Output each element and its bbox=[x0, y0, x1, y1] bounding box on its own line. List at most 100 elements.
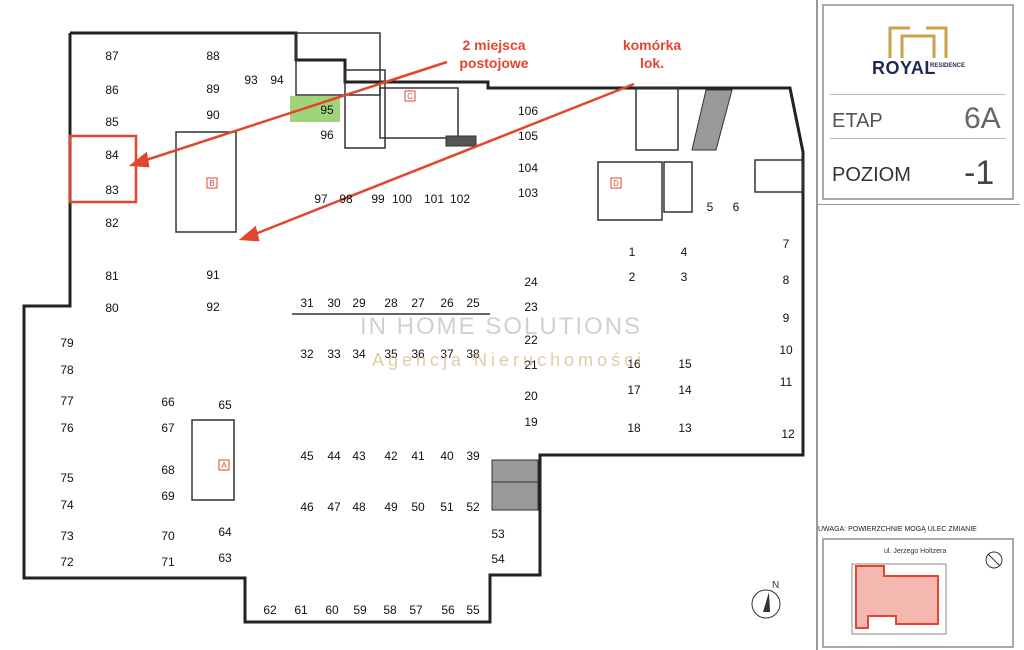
stage-label: ETAP bbox=[832, 110, 883, 132]
parking-spot-14: 14 bbox=[678, 383, 692, 397]
parking-spot-72: 72 bbox=[60, 555, 74, 569]
parking-spot-39: 39 bbox=[466, 449, 480, 463]
parking-spot-37: 37 bbox=[440, 347, 454, 361]
level-label: POZIOM bbox=[832, 164, 911, 186]
brand-name: ROYAL bbox=[872, 58, 936, 78]
parking-spot-90: 90 bbox=[206, 108, 220, 122]
parking-spot-68: 68 bbox=[161, 463, 175, 477]
storage-room-C-box bbox=[404, 90, 416, 102]
site-plan-icon bbox=[851, 551, 1003, 635]
brand-sub: RESIDENCE bbox=[930, 63, 966, 69]
parking-spot-29: 29 bbox=[352, 296, 366, 310]
storage-room-A: A bbox=[221, 461, 227, 470]
parking-spot-18: 18 bbox=[627, 421, 641, 435]
disclaimer-note: UWAGA: POWIERZCHNIE MOGĄ ULEC ZMIANIE bbox=[818, 526, 977, 533]
annotation-parking-line2: postojowe bbox=[459, 55, 528, 71]
parking-spot-53: 53 bbox=[491, 527, 505, 541]
parking-spot-65: 65 bbox=[218, 398, 232, 412]
street-label: ul. Jerzego Holtzera bbox=[884, 548, 947, 555]
parking-spot-76: 76 bbox=[60, 421, 74, 435]
parking-spot-83: 83 bbox=[105, 183, 119, 197]
parking-spot-22: 22 bbox=[524, 333, 538, 347]
parking-spot-67: 67 bbox=[161, 421, 175, 435]
parking-spot-60: 60 bbox=[325, 603, 339, 617]
annotation-storage-line1: komórka bbox=[623, 37, 682, 53]
storage-room-D: D bbox=[613, 179, 619, 188]
parking-spot-93: 93 bbox=[244, 73, 258, 87]
parking-spot-41: 41 bbox=[411, 449, 425, 463]
parking-spot-59: 59 bbox=[353, 603, 367, 617]
parking-spot-23: 23 bbox=[524, 300, 538, 314]
parking-spot-106: 106 bbox=[518, 104, 538, 118]
royal-residence-logo-icon bbox=[888, 26, 948, 58]
parking-spot-27: 27 bbox=[411, 296, 425, 310]
parking-spot-70: 70 bbox=[161, 529, 175, 543]
parking-spot-61: 61 bbox=[294, 603, 308, 617]
parking-spot-84: 84 bbox=[105, 148, 119, 162]
parking-spot-71: 71 bbox=[161, 555, 175, 569]
parking-spot-30: 30 bbox=[327, 296, 341, 310]
parking-spot-81: 81 bbox=[105, 269, 119, 283]
parking-spot-79: 79 bbox=[60, 336, 74, 350]
parking-spot-104: 104 bbox=[518, 161, 538, 175]
parking-spot-15: 15 bbox=[678, 357, 692, 371]
parking-spot-103: 103 bbox=[518, 186, 538, 200]
parking-spot-63: 63 bbox=[218, 551, 232, 565]
annotation-storage-line2: lok. bbox=[640, 55, 664, 71]
parking-spot-45: 45 bbox=[300, 449, 314, 463]
parking-spot-52: 52 bbox=[466, 500, 480, 514]
parking-spot-3: 3 bbox=[681, 270, 688, 284]
parking-spot-78: 78 bbox=[60, 363, 74, 377]
parking-spot-57: 57 bbox=[409, 603, 423, 617]
parking-spot-91: 91 bbox=[206, 268, 220, 282]
parking-spot-85: 85 bbox=[105, 115, 119, 129]
parking-spot-105: 105 bbox=[518, 129, 538, 143]
divider bbox=[816, 204, 1020, 205]
parking-spot-19: 19 bbox=[524, 415, 538, 429]
parking-spot-69: 69 bbox=[161, 489, 175, 503]
parking-spot-11: 11 bbox=[780, 375, 793, 389]
annotation-parking-line1: 2 miejsca bbox=[462, 37, 525, 53]
parking-spot-88: 88 bbox=[206, 49, 220, 63]
parking-spot-75: 75 bbox=[60, 471, 74, 485]
parking-spot-44: 44 bbox=[327, 449, 341, 463]
divider bbox=[830, 138, 1006, 139]
parking-spot-40: 40 bbox=[440, 449, 454, 463]
annotation-arrows bbox=[128, 60, 635, 242]
parking-spot-58: 58 bbox=[383, 603, 397, 617]
stage-value: 6A bbox=[964, 102, 1001, 135]
storage-room-A-box bbox=[218, 459, 230, 471]
parking-spot-33: 33 bbox=[327, 347, 341, 361]
info-panel: ROYAL RESIDENCE ETAP 6A POZIOM -1 bbox=[822, 4, 1014, 200]
parking-spot-66: 66 bbox=[161, 395, 175, 409]
parking-spot-7: 7 bbox=[783, 237, 790, 251]
parking-spot-92: 92 bbox=[206, 300, 220, 314]
inner-structures bbox=[175, 32, 804, 501]
parking-spot-12: 12 bbox=[781, 427, 795, 441]
parking-spot-17: 17 bbox=[627, 383, 641, 397]
parking-spot-8: 8 bbox=[783, 273, 790, 287]
level-value: -1 bbox=[964, 154, 995, 192]
parking-spot-48: 48 bbox=[352, 500, 366, 514]
parking-spot-16: 16 bbox=[627, 357, 641, 371]
watermark-line1: IN HOME SOLUTIONS bbox=[360, 313, 643, 340]
storage-room-C: C bbox=[407, 92, 413, 101]
parking-spot-100: 100 bbox=[392, 192, 412, 206]
parking-spot-13: 13 bbox=[678, 421, 692, 435]
parking-spot-34: 34 bbox=[352, 347, 366, 361]
parking-spot-47: 47 bbox=[327, 500, 341, 514]
parking-spot-89: 89 bbox=[206, 82, 220, 96]
building-outline bbox=[22, 31, 805, 624]
parking-spot-43: 43 bbox=[352, 449, 366, 463]
parking-spot-86: 86 bbox=[105, 83, 119, 97]
parking-spot-28: 28 bbox=[384, 296, 398, 310]
parking-spot-1: 1 bbox=[629, 245, 636, 259]
parking-spot-51: 51 bbox=[440, 500, 454, 514]
parking-spot-55: 55 bbox=[466, 603, 480, 617]
site-minimap: ul. Jerzego Holtzera bbox=[822, 538, 1014, 648]
parking-spot-31: 31 bbox=[300, 296, 314, 310]
storage-room-D-box bbox=[610, 177, 622, 189]
parking-spot-26: 26 bbox=[440, 296, 454, 310]
parking-spot-25: 25 bbox=[466, 296, 480, 310]
